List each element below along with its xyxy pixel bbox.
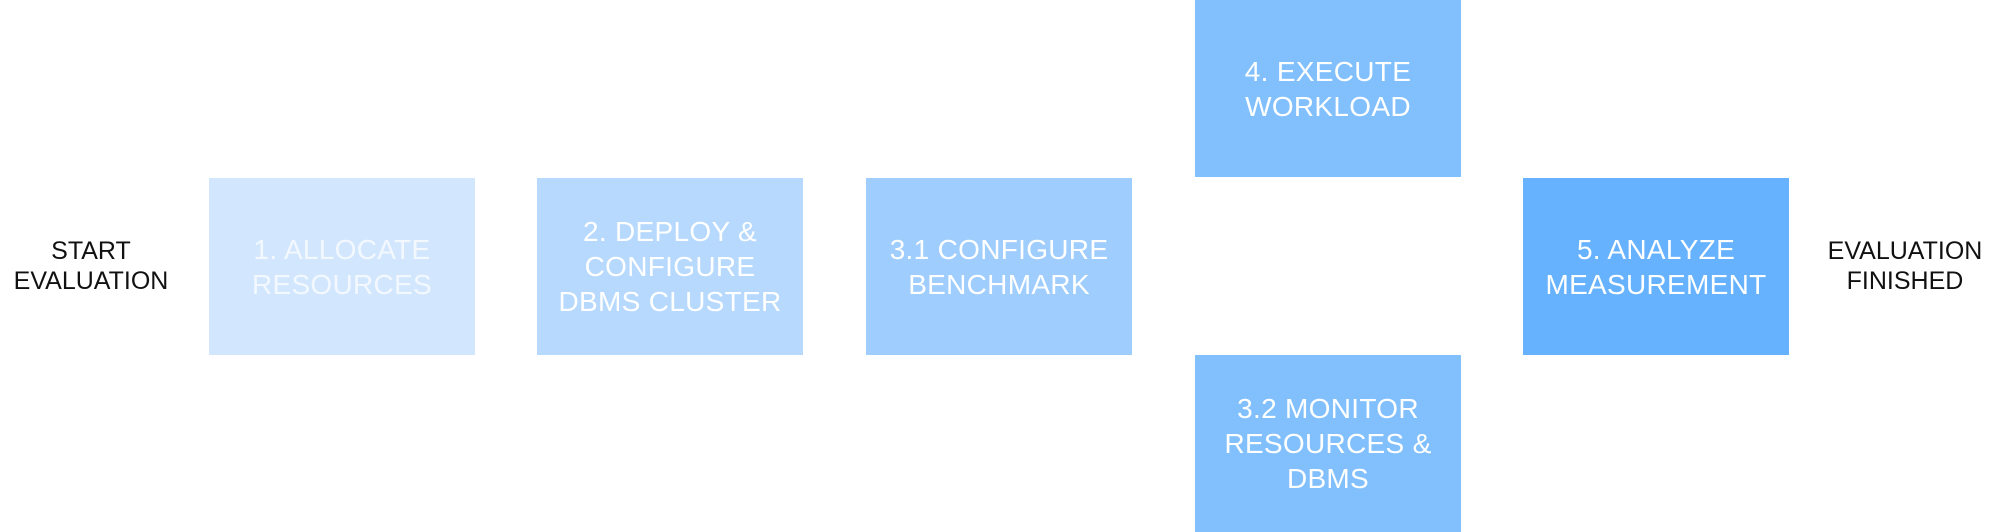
step-label-line: DBMS [1286, 463, 1370, 494]
step-deploy-configure-dbms-cluster: 2. DEPLOY & CONFIGURE DBMS CLUSTER [537, 178, 803, 355]
step-label-line: RESOURCES & [1224, 428, 1432, 459]
step-label-line: WORKLOAD [1245, 90, 1411, 122]
step-label-line: CONFIGURE [584, 251, 756, 282]
step-monitor-resources-dbms: 3.2 MONITOR RESOURCES & DBMS [1195, 355, 1461, 532]
step-label-line: 1. ALLOCATE [253, 233, 431, 265]
step-label-line: DBMS CLUSTER [558, 286, 782, 317]
step-label-line: RESOURCES [251, 268, 433, 300]
step-allocate-resources: 1. ALLOCATE RESOURCES [209, 178, 475, 355]
start-label-line1: START [51, 237, 131, 265]
step-analyze-measurement: 5. ANALYZE MEASUREMENT [1523, 178, 1789, 355]
step-label-line: 3.1 CONFIGURE [889, 233, 1109, 265]
evaluation-finished-label: EVALUATION FINISHED [1820, 232, 1990, 300]
step-execute-workload: 4. EXECUTE WORKLOAD [1195, 0, 1461, 177]
start-label-line2: EVALUATION [13, 267, 169, 295]
step-label-line: MEASUREMENT [1545, 268, 1767, 300]
step-label-line: BENCHMARK [908, 268, 1090, 300]
step-label-line: 2. DEPLOY & [583, 216, 757, 247]
step-label-line: 3.2 MONITOR [1237, 393, 1419, 424]
step-label-line: 4. EXECUTE [1244, 55, 1412, 87]
step-configure-benchmark: 3.1 CONFIGURE BENCHMARK [866, 178, 1132, 355]
step-label-line: 5. ANALYZE [1576, 233, 1736, 265]
end-label-line1: EVALUATION [1827, 237, 1983, 265]
start-evaluation-label: START EVALUATION [0, 232, 182, 300]
end-label-line2: FINISHED [1846, 267, 1964, 295]
